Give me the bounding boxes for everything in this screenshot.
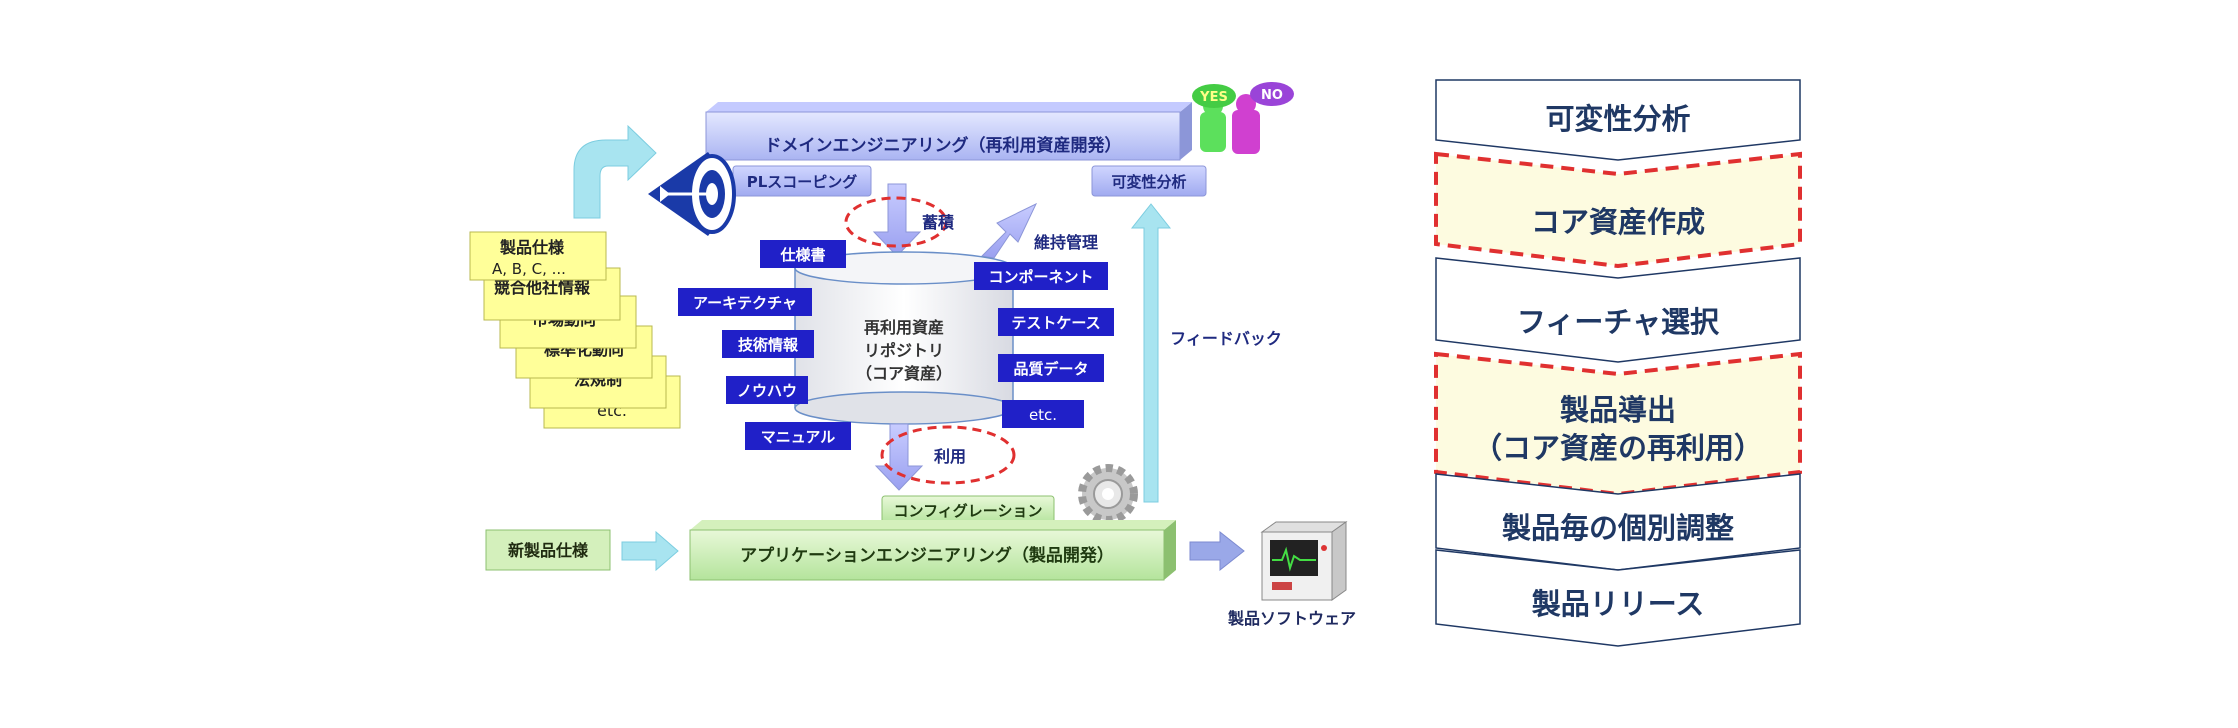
process-step-label: 製品導出 xyxy=(1560,393,1676,427)
asset-label: 仕様書 xyxy=(779,246,825,264)
accumulate-dashed-circle xyxy=(844,196,948,248)
use-dashed-circle xyxy=(880,425,1016,485)
use-label: 利用 xyxy=(934,447,966,466)
new-product-spec-box: 新製品仕様 xyxy=(485,529,611,571)
application-engineering-bar: アプリケーションエンジニアリング（製品開発） xyxy=(689,520,1176,581)
feedback-label: フィードバック xyxy=(1170,329,1282,348)
process-step-label: フィーチャ選択 xyxy=(1517,305,1720,339)
input-card-label: 競合他社情報 xyxy=(494,278,591,297)
variability-analysis-label: 可変性分析 xyxy=(1111,173,1186,191)
pl-scoping-tab: PLスコーピング xyxy=(732,165,872,197)
asset-box: 技術情報 xyxy=(722,330,814,358)
input-card: 製品仕様 A, B, C, ... xyxy=(469,231,607,281)
accumulate-label: 蓄積 xyxy=(922,213,955,232)
target-icon xyxy=(648,152,736,236)
variability-analysis-tab: 可変性分析 xyxy=(1091,165,1207,197)
repository-line-2: リポジトリ xyxy=(864,341,944,360)
pl-scoping-label: PLスコーピング xyxy=(747,173,858,191)
asset-label: テストケース xyxy=(1011,314,1100,332)
maintain-label: 維持管理 xyxy=(1034,233,1098,252)
asset-box: 品質データ xyxy=(998,354,1104,382)
asset-box: 仕様書 xyxy=(760,240,846,268)
new-product-spec-label: 新製品仕様 xyxy=(508,541,589,560)
application-engineering-title: アプリケーションエンジニアリング（製品開発） xyxy=(740,545,1114,566)
accumulate-arrow xyxy=(872,183,922,257)
asset-label: コンポーネント xyxy=(988,268,1093,286)
input-cards: etc. 法規制 標準化動向 市場動向 競合他社情報 製品仕様 A, B, C,… xyxy=(469,231,681,429)
asset-label: 技術情報 xyxy=(738,336,799,354)
yes-label: YES xyxy=(1199,90,1228,105)
repository-line-1: 再利用資産 xyxy=(864,318,944,337)
product-software-label: 製品ソフトウェア xyxy=(1227,609,1356,628)
asset-label: ノウハウ xyxy=(737,382,797,400)
process-step: 製品リリース xyxy=(1435,549,1801,647)
asset-box: アーキテクチャ xyxy=(678,288,812,316)
repository-line-3: （コア資産） xyxy=(856,364,952,383)
configuration-label: コンフィグレーション xyxy=(894,502,1043,520)
process-step-label: 製品リリース xyxy=(1532,587,1705,621)
output-arrow xyxy=(1189,530,1245,572)
process-step: コア資産作成 xyxy=(1434,151,1802,269)
gear-icon xyxy=(1078,464,1138,524)
input-card-sublabel: A, B, C, ... xyxy=(492,260,566,278)
process-step: 製品導出 （コア資産の再利用） xyxy=(1434,351,1802,497)
configuration-tab: コンフィグレーション xyxy=(881,495,1055,525)
process-step-label: コア資産作成 xyxy=(1531,205,1705,239)
asset-box: ノウハウ xyxy=(726,376,808,404)
process-step: 製品毎の個別調整 xyxy=(1435,473,1801,571)
monitor-icon xyxy=(1260,521,1348,601)
domain-engineering-bar: ドメインエンジニアリング（再利用資産開発） xyxy=(705,102,1192,161)
input-up-arrow xyxy=(573,124,657,219)
asset-box: etc. xyxy=(1002,400,1084,428)
asset-label: アーキテクチャ xyxy=(693,294,797,312)
asset-box: コンポーネント xyxy=(974,262,1108,290)
asset-box: マニュアル xyxy=(745,422,851,450)
yes-no-icon: YES NO xyxy=(1192,82,1294,154)
maintain-arrow xyxy=(980,202,1038,259)
repository-cylinder: 再利用資産 リポジトリ （コア資産） xyxy=(794,251,1014,425)
process-step-sublabel: （コア資産の再利用） xyxy=(1473,431,1763,465)
process-step-label: 可変性分析 xyxy=(1545,102,1690,136)
input-card-label: 製品仕様 xyxy=(499,238,565,257)
domain-engineering-title: ドメインエンジニアリング（再利用資産開発） xyxy=(765,135,1122,156)
no-label: NO xyxy=(1261,88,1283,103)
asset-label: 品質データ xyxy=(1013,360,1088,378)
asset-box: テストケース xyxy=(998,308,1114,336)
process-step: フィーチャ選択 xyxy=(1435,257,1801,363)
process-step-label: 製品毎の個別調整 xyxy=(1502,511,1734,545)
process-step: 可変性分析 xyxy=(1435,79,1801,161)
process-steps: 可変性分析 コア資産作成 フィーチャ選択 製品導出 （コア資産の再利用） 製品毎… xyxy=(1434,79,1802,647)
asset-label: etc. xyxy=(1029,406,1057,424)
new-spec-arrow xyxy=(621,530,679,572)
feedback-arrow xyxy=(1130,203,1172,503)
asset-label: マニュアル xyxy=(761,428,836,446)
